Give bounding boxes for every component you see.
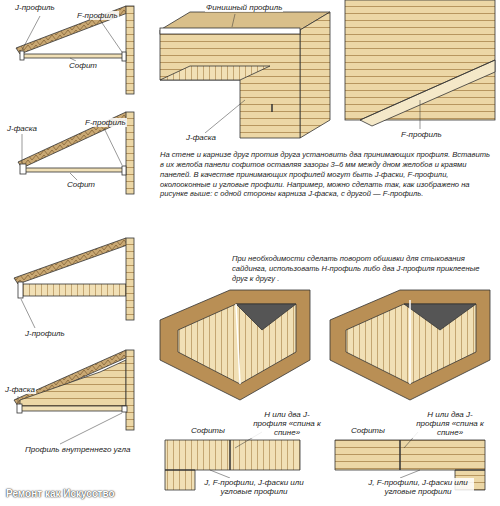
note-paragraph: На стене и карнизе друг против друга уст… [160,150,492,199]
profile-label: J-фаска [6,124,38,133]
part-label: Софит [66,180,96,189]
part-label: Софиты [350,426,386,435]
note-paragraph: При необходимости сделать поворот обшивк… [232,254,492,284]
profile-label: Финишный профиль [205,3,283,12]
profile-label: J, F-профили, J-фаски или угловые профил… [362,478,474,496]
part-label: Софит [68,61,98,70]
profile-label: Н или два J-профиля «спина к спине» [250,410,324,438]
profile-label: Профиль внутреннего угла [24,445,131,454]
profile-label: J, F-профили, J-фаски или угловые профил… [198,478,310,496]
profile-label: J-профиль [24,329,66,338]
profile-label: J-профиль [14,3,56,12]
watermark: Ремонт как Искусство [6,488,115,500]
profile-label: F-профиль [400,130,443,139]
profile-label: Н или два J-профиля «спина к спине» [410,410,490,438]
profile-label: J-фаска [4,385,36,394]
part-label: Софиты [190,426,226,435]
profile-label: F-профиль [84,118,127,127]
profile-label: F-профиль [76,11,119,20]
profile-label: J-фаска [185,133,217,142]
